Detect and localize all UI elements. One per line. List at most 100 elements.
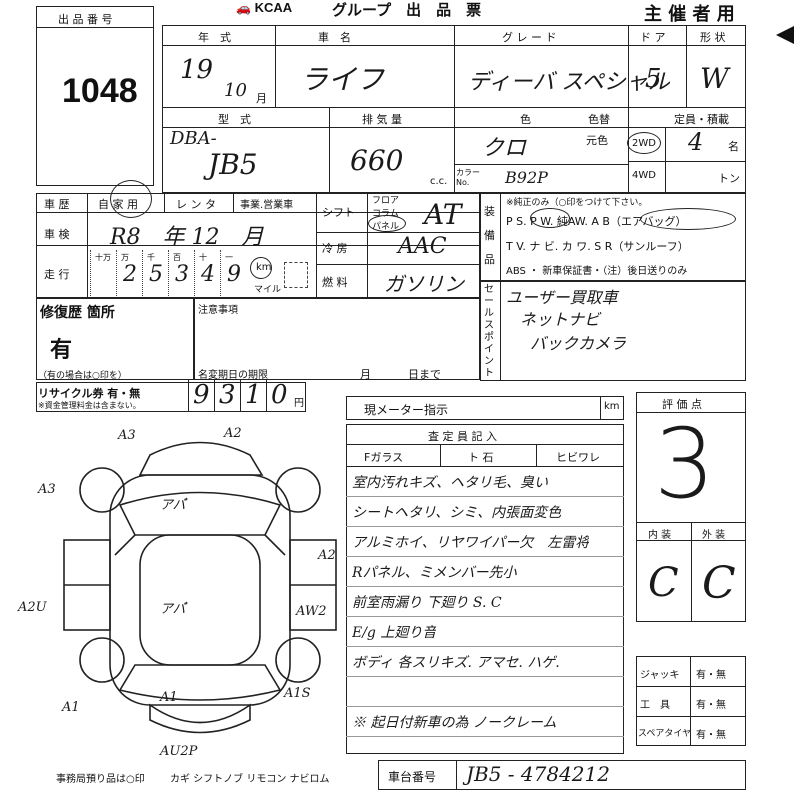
displacement-value: 660 <box>350 144 404 177</box>
damage-label: A3 <box>118 428 136 443</box>
rear-right-wheel <box>275 637 321 683</box>
mileage-digit-label: 百 <box>173 253 181 262</box>
color-change-label: 色替 <box>588 113 610 126</box>
drive-2wd-circle <box>627 132 661 154</box>
panel-circle <box>368 215 406 232</box>
spare-choice: 有・無 <box>696 730 726 741</box>
damage-label: A1 <box>160 690 178 705</box>
recycle-digit: 1 <box>240 380 262 412</box>
capacity-unit: 名 <box>728 140 739 153</box>
tools-choice: 有・無 <box>696 700 726 711</box>
jack-choice: 有・無 <box>696 670 726 681</box>
fuel-label: 燃 料 <box>322 276 348 289</box>
grade-label: グ レ ー ド <box>502 31 557 44</box>
office-note: 事務局預り品は○印 <box>56 774 145 785</box>
inspector-note-line: Rパネル、ミメンバー先小 <box>352 565 517 581</box>
deadline-day: 日まで <box>408 368 441 381</box>
door-label: ド ア <box>640 31 666 44</box>
car-body-outline <box>109 474 291 706</box>
equipment-box <box>480 193 746 281</box>
column-option: コラム <box>372 209 399 219</box>
inspector-box <box>346 424 624 754</box>
selling-points-box <box>480 281 746 381</box>
model-value-prefix: DBA- <box>170 128 217 149</box>
shape-value: W <box>700 62 729 95</box>
history-label: 車 歴 <box>44 198 70 211</box>
crack-label: ヒビワレ <box>556 451 600 464</box>
lot-number-label: 出 品 番 号 <box>58 13 113 26</box>
recycle-label: リサイクル券 有・無 <box>38 387 141 400</box>
model-label: 型 式 <box>218 113 251 126</box>
mileage-digit-label: 一 <box>225 253 233 262</box>
car-name-label: 車 名 <box>318 31 351 44</box>
inspector-note-line: 室内汚れキズ、ヘタリ毛、臭い <box>352 475 548 491</box>
chassis-value: JB5 - 4784212 <box>466 762 610 786</box>
color-value: クロ <box>482 136 527 161</box>
repair-note: （有の場合は○印を） <box>38 371 127 381</box>
windshield <box>118 491 282 536</box>
mileage-digit: 2 <box>123 262 137 287</box>
shape-label: 形 状 <box>700 31 726 44</box>
selling-points-label: セールスポイント <box>484 284 494 379</box>
capacity-value: 4 <box>688 128 704 156</box>
damage-label: アバ゙ <box>160 602 186 617</box>
organizer-label: 主 催 者 用 <box>644 4 735 25</box>
inspector-note-line: E/g 上廻り音 <box>352 625 437 641</box>
door-value: 5 <box>645 64 662 94</box>
month-value: 10 <box>224 80 247 101</box>
rear-left-wheel <box>79 637 125 683</box>
mile-label: マイル <box>254 285 282 295</box>
ac-value: AAC <box>398 234 447 259</box>
model-value: JB5 <box>208 148 258 181</box>
stone-label: ト 石 <box>468 451 494 464</box>
tools-label: 工 具 <box>640 700 670 711</box>
meter-box <box>346 396 624 420</box>
inspector-note-line: ボディ 各スリキズ. アマセ. ハゲ. <box>352 655 560 671</box>
exterior-value: C <box>702 558 736 609</box>
mileage-digit: 4 <box>201 262 215 287</box>
damage-label: A3 <box>38 482 56 497</box>
floor-option: フロア <box>372 196 400 206</box>
repair-label: 修復歴 箇所 <box>40 305 115 321</box>
drive-4wd-label: 4WD <box>632 170 656 181</box>
mileage-digit: 9 <box>227 262 241 287</box>
recycle-unit: 円 <box>294 398 304 409</box>
year-label: 年 式 <box>198 31 231 44</box>
damage-label: A1S <box>284 686 311 701</box>
interior-value: C <box>648 560 679 606</box>
spare-label: スペアタイヤ <box>638 729 692 739</box>
pw-circle <box>530 208 570 228</box>
shift-label: シフト <box>322 206 355 219</box>
car-name-value: ライフ <box>300 63 385 96</box>
color-no-label: カラー No. <box>456 168 480 187</box>
rear-window <box>118 664 282 701</box>
equipment-line-3: ABS ・ 新車保証書・（注）後日送りのみ <box>506 266 688 277</box>
year-value: 19 <box>180 55 214 85</box>
recycle-note: ※資金管理料金は含まない。 <box>38 401 141 410</box>
form-title: グループ 出 品 票 <box>332 1 482 19</box>
score-label: 評 価 点 <box>662 398 702 411</box>
inspector-label: 査 定 員 記 入 <box>428 430 497 443</box>
shift-value: AT <box>424 198 462 231</box>
score-value: 3 <box>654 408 716 520</box>
private-use-circle <box>110 180 152 218</box>
fuel-value: ガソリン <box>384 272 464 296</box>
equipment-label: 装 備 品 <box>484 205 495 266</box>
interior-label: 内 装 <box>648 530 672 541</box>
mileage-digit-label: 万 <box>121 253 129 262</box>
recycle-digit: 9 <box>188 380 210 412</box>
lot-number: 1048 <box>62 72 138 110</box>
selling-point-3: バックカメラ <box>530 334 627 353</box>
notes-box <box>194 298 480 380</box>
original-color-label: 元色 <box>586 134 608 147</box>
deadline-label: 名変期日の期限 <box>198 370 268 381</box>
displacement-unit: c.c. <box>430 176 448 187</box>
selling-point-2: ネットナビ <box>520 310 601 329</box>
car-diagram <box>63 441 337 734</box>
damage-label: A1 <box>62 700 80 715</box>
mileage-digit-label: 十 <box>199 253 207 262</box>
ac-label: 冷 房 <box>322 242 348 255</box>
front-left-wheel <box>79 467 125 513</box>
